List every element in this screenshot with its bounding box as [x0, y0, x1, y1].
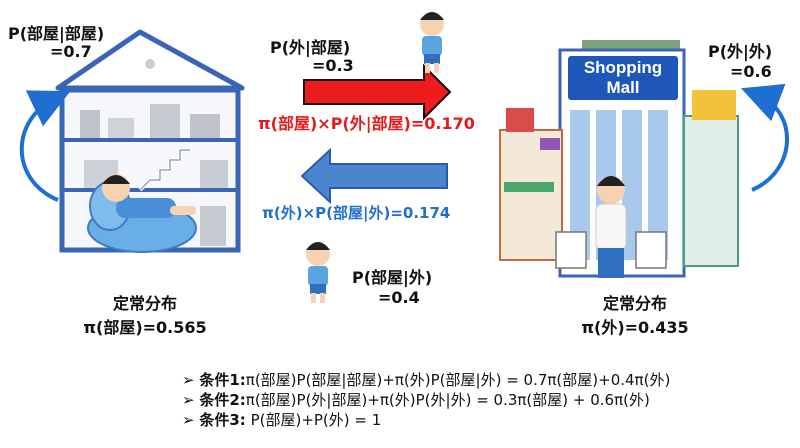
- condition-text: π(部屋)P(部屋|部屋)+π(外)P(部屋|外) = 0.7π(部屋)+0.4…: [245, 371, 671, 389]
- house-illustration: [55, 29, 245, 253]
- condition-label: 条件3:: [199, 411, 246, 429]
- mall-stationary-title: 定常分布: [602, 294, 667, 313]
- mall-self-loop-arrow: [741, 83, 789, 192]
- condition-text: π(部屋)P(外|部屋)+π(外)P(外|外) = 0.3π(部屋) + 0.6…: [245, 391, 650, 409]
- walking-person-top: [420, 12, 444, 73]
- mall-sign-line1: Shopping: [583, 58, 663, 77]
- house-self-loop-arrow: [19, 90, 71, 202]
- house-stationary-block: 定常分布 π(部屋)=0.565: [70, 290, 220, 338]
- condition-label: 条件1:: [199, 371, 246, 389]
- condition-text: P(部屋)+P(外) = 1: [245, 411, 382, 429]
- house-stationary-title: 定常分布: [112, 294, 177, 313]
- walking-person-bottom: [306, 242, 330, 303]
- condition-item: ➢ 条件2:π(部屋)P(外|部屋)+π(外)P(外|外) = 0.3π(部屋)…: [182, 390, 670, 410]
- transition-out-prob-value: =0.3: [312, 56, 354, 75]
- house-self-prob-value: =0.7: [50, 42, 92, 61]
- transition-in-prob-value: =0.4: [378, 288, 420, 307]
- red-transition-arrow: [303, 63, 452, 121]
- conditions-list: ➢ 条件1:π(部屋)P(部屋|部屋)+π(外)P(部屋|外) = 0.7π(部…: [182, 370, 670, 430]
- blue-transition-arrow: [300, 147, 448, 205]
- condition-item: ➢ 条件1:π(部屋)P(部屋|部屋)+π(外)P(部屋|外) = 0.7π(部…: [182, 370, 670, 390]
- mall-sign-line2: Mall: [606, 78, 640, 97]
- bullet-arrow-icon: ➢: [182, 371, 195, 389]
- transition-out-flow: π(部屋)×P(外|部屋)=0.170: [258, 114, 475, 133]
- mall-sign: Shopping Mall: [568, 58, 678, 98]
- mall-self-prob-label: P(外|外): [708, 42, 773, 61]
- house-self-prob-label: P(部屋|部屋): [8, 24, 105, 43]
- mall-stationary-value: π(外)=0.435: [581, 318, 689, 337]
- condition-item: ➢ 条件3: P(部屋)+P(外) = 1: [182, 410, 670, 430]
- transition-in-flow: π(外)×P(部屋|外)=0.174: [262, 204, 451, 222]
- transition-out-prob-label: P(外|部屋): [270, 38, 351, 57]
- condition-label: 条件2:: [199, 391, 246, 409]
- bullet-arrow-icon: ➢: [182, 391, 195, 409]
- mall-illustration: [499, 40, 739, 278]
- mall-self-prob-value: =0.6: [730, 62, 772, 81]
- bullet-arrow-icon: ➢: [182, 411, 195, 429]
- transition-in-prob-label: P(部屋|外): [352, 268, 433, 287]
- mall-stationary-block: 定常分布 π(外)=0.435: [560, 290, 710, 338]
- house-stationary-value: π(部屋)=0.565: [83, 318, 207, 337]
